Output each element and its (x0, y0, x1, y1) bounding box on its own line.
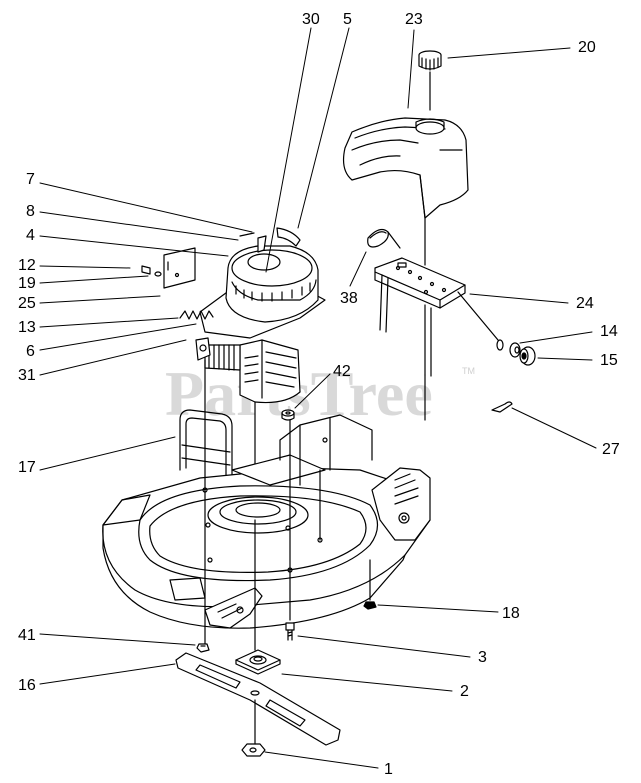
handle-bracket (179, 409, 233, 479)
callout-4: 4 (26, 227, 35, 244)
callout-3: 3 (478, 649, 487, 666)
callout-23: 23 (405, 11, 423, 28)
callout-16: 16 (18, 677, 36, 694)
callout-19: 19 (18, 275, 36, 292)
callout-7: 7 (26, 171, 35, 188)
callout-8: 8 (26, 203, 35, 220)
bolt-3 (285, 622, 295, 641)
engine (195, 245, 326, 471)
callout-17: 17 (18, 459, 36, 476)
bushing-and-knob (496, 339, 536, 366)
retaining-ring (367, 228, 401, 249)
callout-13: 13 (18, 319, 36, 336)
callout-31: 31 (18, 367, 36, 384)
spacer (281, 409, 295, 421)
callout-2: 2 (460, 683, 469, 700)
callout-38: 38 (340, 290, 358, 307)
callout-24: 24 (576, 295, 594, 312)
callout-42: 42 (333, 363, 351, 380)
tank-bracket (374, 257, 499, 377)
fuel-cap (418, 50, 442, 111)
callout-12: 12 (18, 257, 36, 274)
mower-blade (175, 652, 341, 746)
heat-shield (163, 247, 196, 289)
callout-labels: 30 5 23 20 7 8 4 12 19 25 13 6 31 38 24 … (18, 11, 620, 778)
blade-nut (241, 743, 266, 757)
dipstick-tube (239, 232, 267, 253)
callout-41: 41 (18, 627, 36, 644)
callout-1: 1 (384, 761, 393, 778)
callout-14: 14 (600, 323, 618, 340)
callout-15: 15 (600, 352, 618, 369)
screw-and-washer (141, 265, 162, 277)
leader-lines (39, 27, 597, 769)
callout-20: 20 (578, 39, 596, 56)
spring-clip (491, 401, 513, 413)
blade-adapter (235, 649, 281, 675)
nut-18 (363, 601, 377, 610)
nut-41 (196, 643, 210, 653)
rotation-arrow (276, 227, 301, 247)
callout-5: 5 (343, 11, 352, 28)
governor-spring (179, 310, 214, 320)
fuel-tank (342, 117, 469, 219)
watermark-tm: TM (462, 366, 475, 376)
callout-18: 18 (502, 605, 520, 622)
callout-6: 6 (26, 343, 35, 360)
callout-25: 25 (18, 295, 36, 312)
callout-30: 30 (302, 11, 320, 28)
mower-deck (102, 414, 431, 629)
callout-27: 27 (602, 441, 620, 458)
